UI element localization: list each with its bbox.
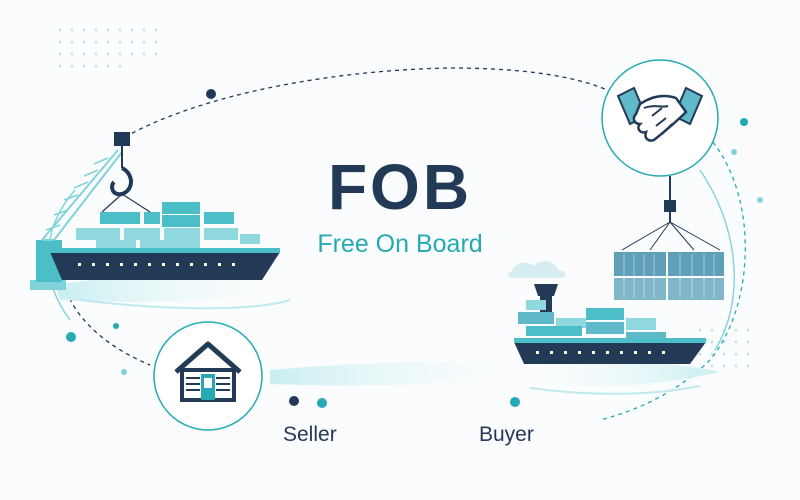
water-left bbox=[55, 275, 320, 302]
dot-pattern-top bbox=[58, 28, 158, 68]
dot-pattern-right bbox=[698, 328, 750, 368]
water-left-2 bbox=[79, 299, 291, 310]
water-right bbox=[500, 358, 720, 387]
water-bottom bbox=[270, 362, 560, 386]
page-subtitle: Free On Board bbox=[317, 230, 483, 258]
crane-icon-right bbox=[621, 176, 721, 251]
seller-label: Seller bbox=[283, 423, 337, 446]
crane-icon bbox=[30, 132, 151, 290]
warehouse-icon bbox=[153, 321, 263, 431]
handshake-icon bbox=[601, 59, 719, 177]
flow-loop-dashed-right bbox=[599, 119, 746, 421]
flow-loop-solid-right bbox=[699, 169, 735, 351]
water-right-2 bbox=[529, 385, 701, 395]
flow-loop-dashed bbox=[124, 67, 621, 138]
cloud-shape bbox=[507, 261, 566, 278]
buyer-label: Buyer bbox=[479, 423, 534, 446]
node-dots bbox=[66, 89, 763, 408]
page-title: FOB bbox=[327, 151, 473, 223]
lifted-containers bbox=[614, 252, 724, 300]
cargo-ship-icon-left bbox=[50, 202, 280, 280]
cargo-ship-icon-right bbox=[514, 284, 706, 364]
